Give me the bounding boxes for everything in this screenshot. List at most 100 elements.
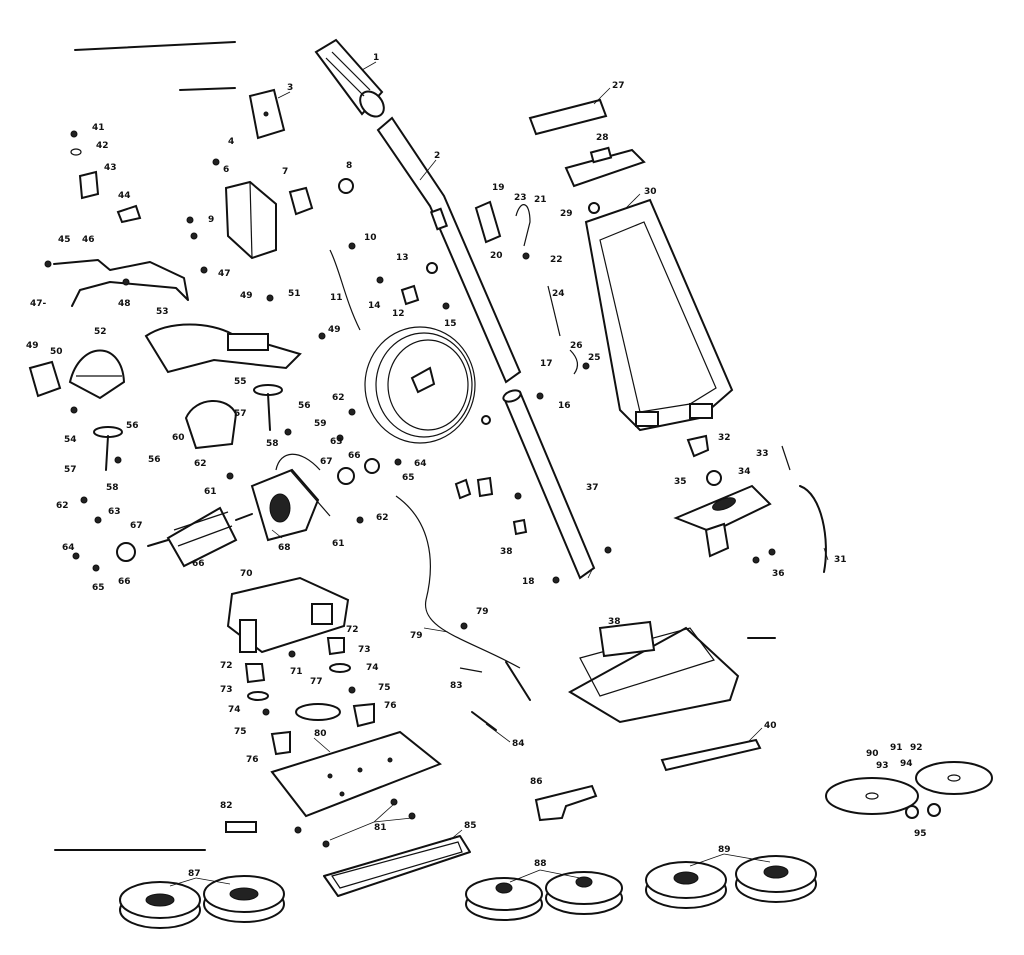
label-28: 28 [596,133,609,143]
gear-cover [144,323,302,374]
label-73b: 73 [358,645,371,655]
label-88: 88 [534,859,547,869]
leader-lines [169,61,829,887]
label-42: 42 [96,141,109,151]
label-8: 8 [346,161,352,171]
label-64b: 64 [414,459,427,469]
hardware-parts [44,130,776,848]
label-65: 65 [92,583,105,593]
label-62: 62 [194,459,207,469]
pads [825,761,993,815]
part-labels: 1 2 3 4 6 7 8 9 10 11 12 13 14 15 16 17 … [26,53,927,879]
label-44: 44 [118,191,131,201]
label-9: 9 [208,215,214,225]
label-90: 90 [866,749,879,759]
polishing-brushes [119,875,285,929]
label-84: 84 [512,739,525,749]
label-22: 22 [550,255,563,265]
label-16: 16 [558,401,571,411]
label-64: 64 [62,543,75,553]
label-17: 17 [540,359,553,369]
switch-housing [224,180,277,260]
label-53: 53 [156,307,169,317]
label-18: 18 [522,577,535,587]
base-plate [270,730,442,818]
label-63b: 63 [330,437,343,447]
label-26: 26 [570,341,583,351]
label-15: 15 [444,319,457,329]
label-72: 72 [220,661,233,671]
label-82: 82 [220,801,233,811]
decal-strip [660,738,762,772]
label-85: 85 [464,821,477,831]
label-81: 81 [374,823,387,833]
strap [528,98,608,136]
label-76: 76 [246,755,259,765]
label-41: 41 [92,123,105,133]
label-89: 89 [718,845,731,855]
label-49: 49 [240,291,253,301]
label-14: 14 [368,301,381,311]
upper-handle-tube [376,116,522,384]
label-66: 66 [118,577,131,587]
handle-grip [314,38,385,118]
label-57: 57 [64,465,77,475]
label-35: 35 [674,477,687,487]
label-23: 23 [514,193,527,203]
label-76b: 76 [384,701,397,711]
label-91: 91 [890,743,903,753]
label-67: 67 [130,521,143,531]
label-43: 43 [104,163,117,173]
label-36: 36 [772,569,785,579]
motor-armature [147,506,253,568]
label-95: 95 [914,829,927,839]
label-66c: 66 [348,451,361,461]
label-37: 37 [586,483,599,493]
label-56c: 56 [298,401,311,411]
label-72b: 72 [346,625,359,635]
label-70: 70 [240,569,253,579]
wax-brushes [645,855,817,909]
label-31: 31 [834,555,847,565]
label-87: 87 [188,869,201,879]
label-6: 6 [223,165,229,175]
label-73: 73 [220,685,233,695]
label-63: 63 [108,507,121,517]
label-12: 12 [392,309,405,319]
label-74b: 74 [366,663,379,673]
label-32: 32 [718,433,731,443]
label-30: 30 [644,187,657,197]
label-20: 20 [490,251,503,261]
gasket [323,835,471,897]
label-1: 1 [373,53,379,63]
label-79b: 79 [410,631,423,641]
label-83: 83 [450,681,463,691]
hood [567,620,740,724]
gear-housing [226,576,350,654]
label-79: 79 [476,607,489,617]
scrub-brushes [465,871,623,921]
label-65b: 65 [402,473,415,483]
label-80: 80 [314,729,327,739]
label-71: 71 [290,667,303,677]
label-4: 4 [228,137,234,147]
label-39: 38 [608,617,621,627]
label-52: 52 [94,327,107,337]
switch [288,186,314,216]
label-61: 61 [204,487,217,497]
label-55: 55 [234,377,247,387]
label-19: 19 [492,183,505,193]
label-75: 75 [234,727,247,737]
label-25: 25 [588,353,601,363]
label-92: 92 [910,743,923,753]
label-47b: 47- [30,299,47,309]
label-74: 74 [228,705,241,715]
label-47: 47 [218,269,231,279]
label-54: 54 [64,435,77,445]
label-3: 3 [287,83,293,93]
label-21: 21 [534,195,547,205]
label-94: 94 [900,759,913,769]
bracket [534,784,598,822]
